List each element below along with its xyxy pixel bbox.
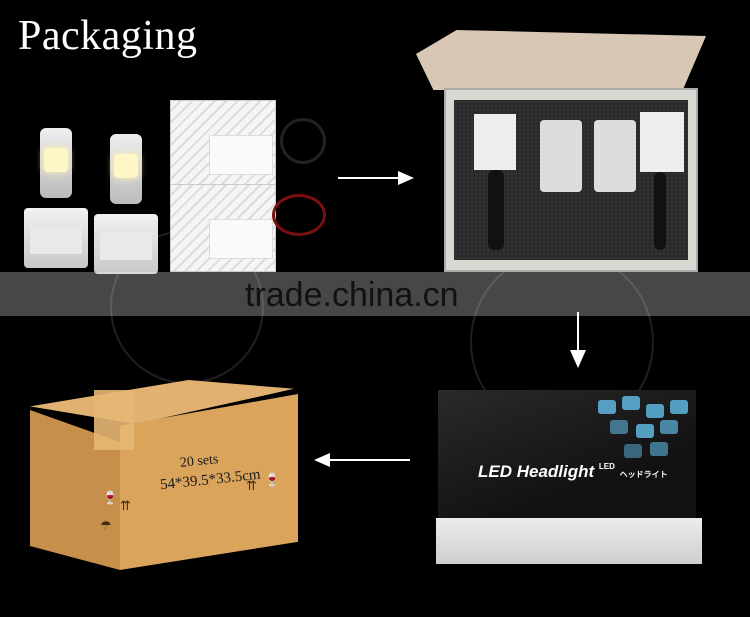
led-bulb <box>24 128 88 288</box>
retail-box-side <box>436 518 702 564</box>
led-bulb <box>594 120 636 192</box>
ballast-unit <box>474 114 516 170</box>
arrow-down-icon <box>570 312 586 368</box>
retail-box-title: LED Headlight LED ヘッドライト <box>478 462 668 481</box>
box-lid <box>416 30 706 90</box>
ballast-unit <box>170 100 276 188</box>
umbrella-icon: ☂ <box>100 518 112 533</box>
led-chip-icon <box>44 148 68 172</box>
carton-front-face <box>120 394 298 570</box>
this-way-up-icon: ⇈ <box>246 478 257 493</box>
open-gift-box <box>416 30 706 276</box>
cable <box>654 172 666 250</box>
arrow-right-icon <box>338 170 414 186</box>
ballast-unit <box>640 112 684 172</box>
retail-box: LED Headlight LED ヘッドライト <box>428 390 708 570</box>
watermark-band <box>0 272 750 316</box>
box-tray <box>444 88 698 272</box>
foam-insert <box>454 100 688 260</box>
arrow-left-icon <box>314 452 410 468</box>
watermark-text: trade.china.cn <box>245 276 459 314</box>
cable <box>488 170 504 250</box>
retail-box-top: LED Headlight LED ヘッドライト <box>438 390 696 520</box>
product-photo <box>10 98 330 284</box>
this-way-up-icon: ⇈ <box>120 498 131 513</box>
fragile-icon: 🍷 <box>264 472 281 487</box>
shipping-carton: 20 sets 54*39.5*33.5cm 🍷 ⇈ ☂ ⇈ 🍷 <box>24 380 314 580</box>
ballast-unit <box>170 184 276 272</box>
led-bulb <box>94 134 158 294</box>
page-title: Packaging <box>18 13 198 59</box>
led-bulb <box>540 120 582 192</box>
cable <box>272 194 326 236</box>
fragile-icon: 🍷 <box>102 490 119 505</box>
carton-tape <box>94 390 134 450</box>
cable <box>280 118 326 164</box>
led-chip-icon <box>114 154 138 178</box>
